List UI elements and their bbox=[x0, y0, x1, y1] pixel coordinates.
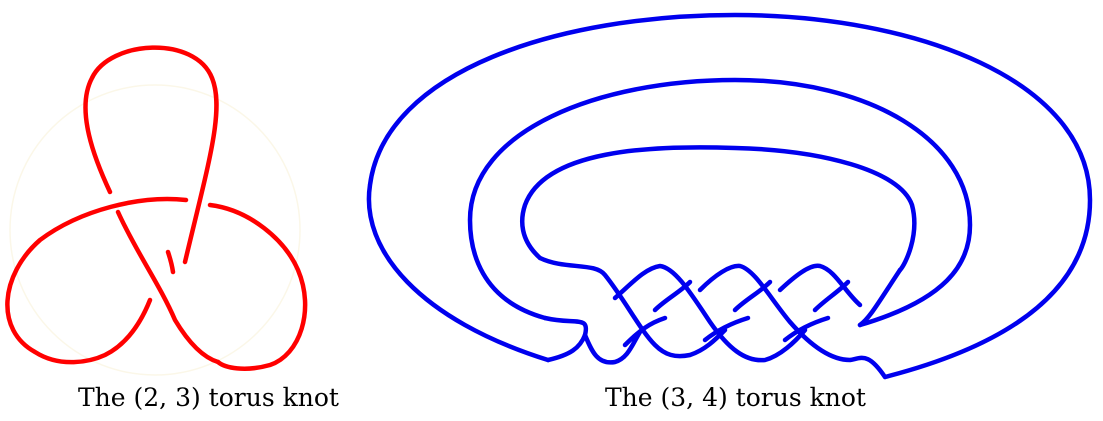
trefoil-strand-left bbox=[5, 196, 189, 365]
trefoil-strand-diagonal bbox=[115, 209, 221, 365]
braid-strand-5 bbox=[697, 263, 888, 380]
braid-under-3 bbox=[782, 315, 831, 343]
trefoil-strand-right bbox=[207, 202, 308, 371]
braid-under-4 bbox=[652, 279, 693, 313]
trefoil-strand-mid bbox=[165, 249, 176, 275]
caption-trefoil: The (2, 3) torus knot bbox=[78, 383, 339, 412]
braid-strand-3 bbox=[582, 329, 643, 365]
inner-loop bbox=[520, 145, 917, 273]
caption-torus-3-4: The (3, 4) torus knot bbox=[605, 383, 866, 412]
braid-strand-7 bbox=[857, 267, 903, 328]
braid-strand-2 bbox=[537, 255, 728, 359]
braid-strand-6 bbox=[777, 263, 863, 308]
outer-loop bbox=[366, 12, 1093, 380]
faint-guide-circle bbox=[9, 84, 301, 376]
torus-3-4-knot bbox=[366, 12, 1093, 380]
braid-under-6 bbox=[812, 279, 851, 313]
braid-strand-1 bbox=[542, 315, 589, 363]
middle-loop bbox=[467, 77, 973, 328]
trefoil-strand-top bbox=[83, 45, 219, 265]
braid-strand-4 bbox=[612, 263, 808, 363]
braid-under-2 bbox=[702, 315, 751, 343]
braid-under-5 bbox=[732, 279, 773, 313]
trefoil-knot bbox=[5, 45, 308, 376]
knot-drawing bbox=[5, 12, 1093, 380]
braid-under-1 bbox=[622, 315, 668, 348]
